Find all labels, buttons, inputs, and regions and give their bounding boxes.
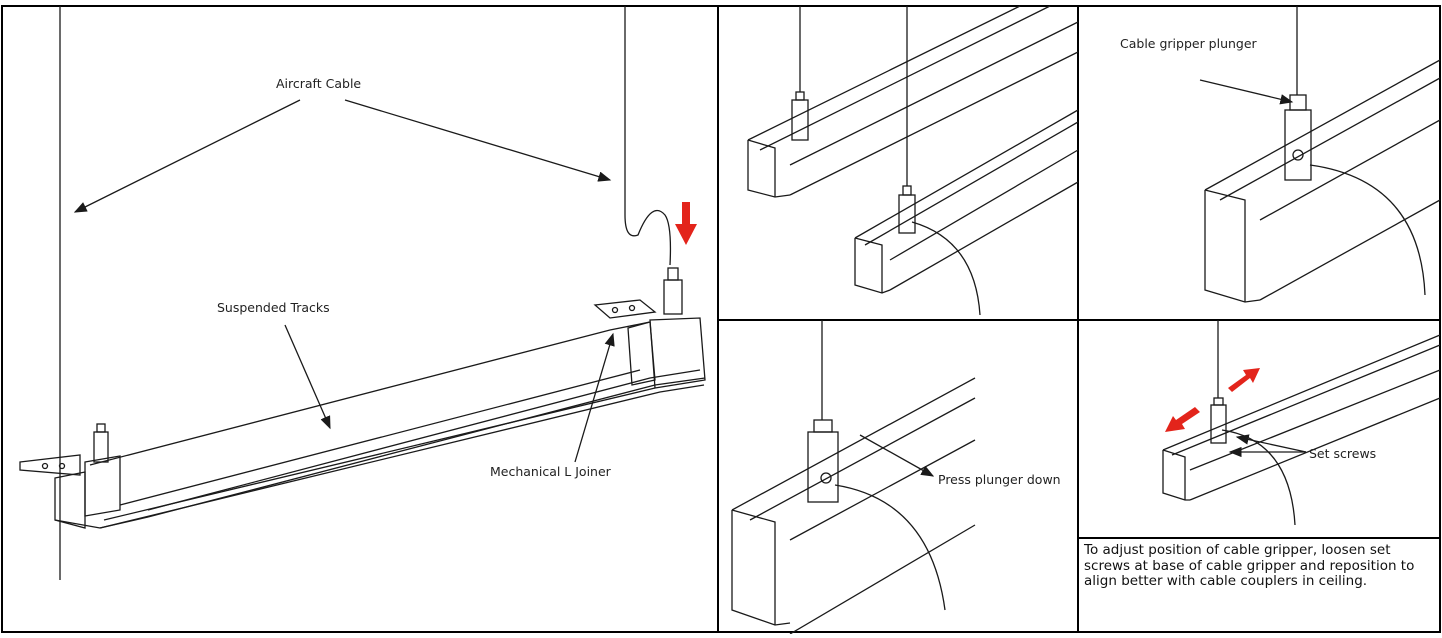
cable-gripper-plunger-label: Cable gripper plunger [1120,36,1257,51]
adjustment-note: To adjust position of cable gripper, loo… [1084,542,1415,589]
red-down-arrow-icon [675,202,697,245]
set-screws-label: Set screws [1309,446,1377,461]
bottom-right-panel-drawing [1162,320,1441,526]
aircraft-cable-label: Aircraft Cable [276,76,362,91]
bottom-middle-panel-drawing [731,320,976,635]
top-right-panel-drawing [1199,6,1441,303]
press-plunger-down-label: Press plunger down [938,472,1061,487]
red-double-arrow-icon [1165,368,1260,432]
suspended-tracks-label: Suspended Tracks [217,300,330,315]
panel-borders [1,5,1441,633]
mechanical-joiner-label: Mechanical L Joiner [490,464,611,479]
left-panel-drawing [19,6,706,580]
top-middle-panel-drawing [747,5,1079,316]
